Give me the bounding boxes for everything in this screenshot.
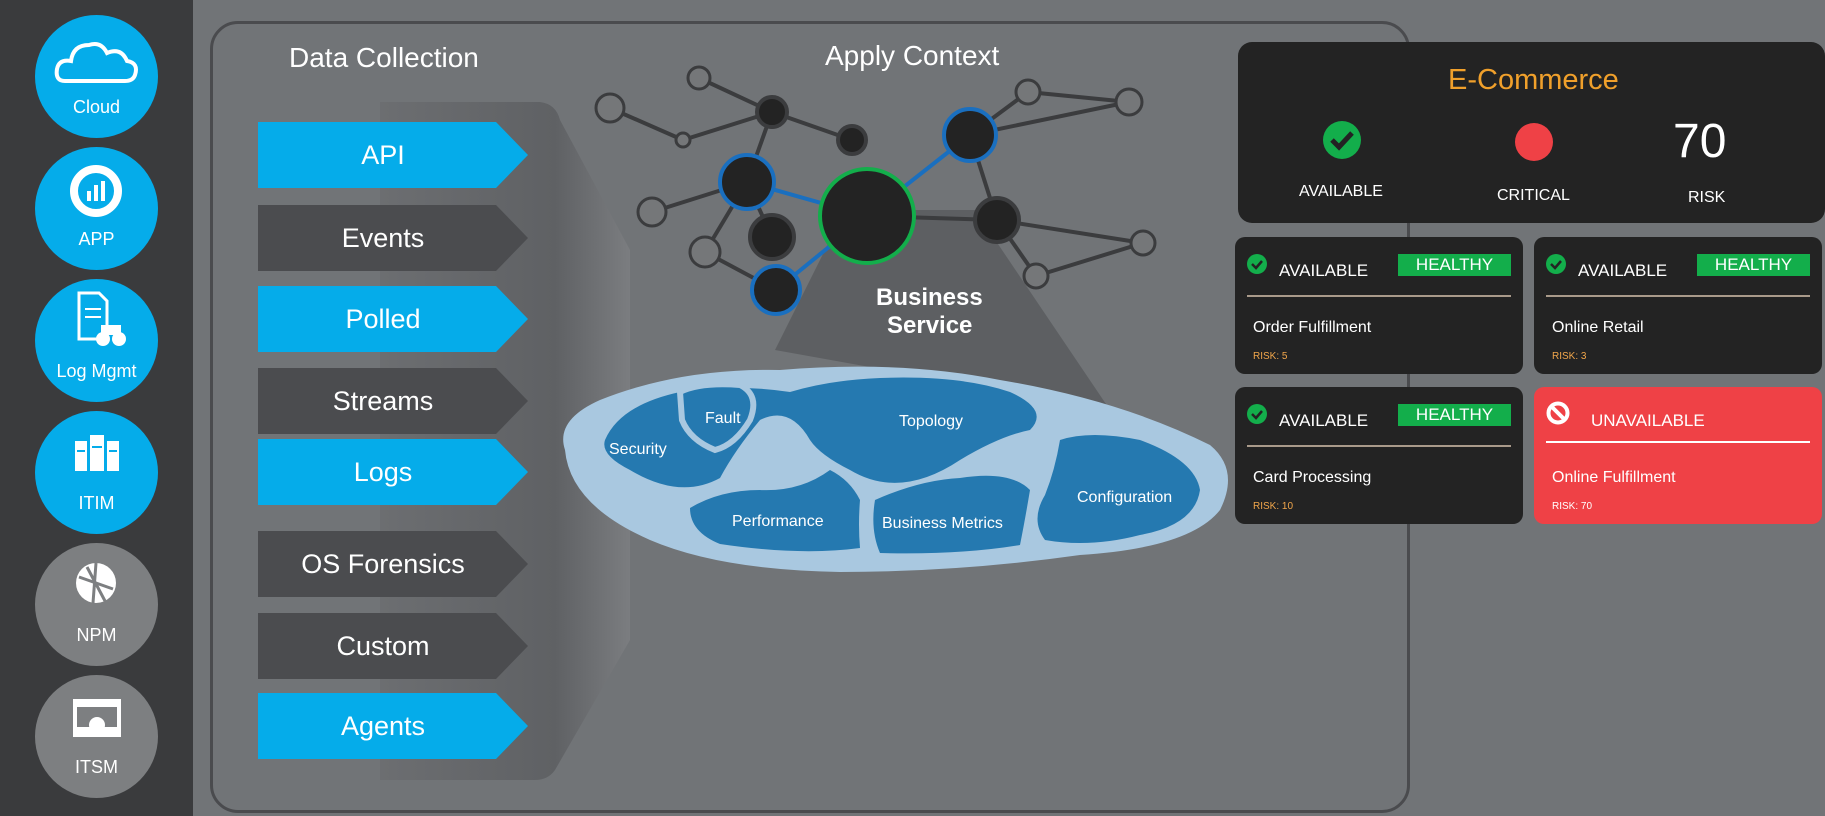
- sidebar-item-app[interactable]: APP: [35, 147, 158, 270]
- card-divider: [1546, 441, 1810, 443]
- sidebar-item-log-mgmt[interactable]: Log Mgmt: [35, 279, 158, 402]
- chevron-shape: [258, 693, 528, 759]
- chevron-shape: [258, 205, 528, 271]
- risk-score: RISK: 5: [1253, 351, 1288, 362]
- card-status: AVAILABLE: [1279, 411, 1369, 430]
- service-card-card-processing[interactable]: AVAILABLE HEALTHY Card Processing RISK: …: [1235, 387, 1523, 524]
- map-region-configuration: Configuration: [1077, 489, 1173, 506]
- graph-small-nodes: [594, 65, 1157, 290]
- map-region-topology: Topology: [899, 413, 964, 430]
- map-region-business-metrics: Business Metrics: [882, 515, 1003, 532]
- check-circle-icon: [1247, 254, 1267, 274]
- log-binoculars-icon: [77, 291, 126, 346]
- service-name: Online Fulfillment: [1552, 469, 1676, 486]
- summary-critical-label: CRITICAL: [1497, 187, 1570, 204]
- graph-blue-nodes: [718, 107, 998, 316]
- sidebar-item-label: ITIM: [78, 493, 115, 513]
- health-badge: HEALTHY: [1398, 254, 1511, 276]
- cloud-icon: [54, 42, 138, 83]
- sidebar-item-label: NPM: [76, 625, 117, 645]
- source-label: Custom: [336, 630, 430, 661]
- chevron-shape: [258, 368, 528, 434]
- source-label: Logs: [353, 456, 413, 487]
- risk-score: RISK: 70: [1552, 501, 1593, 512]
- service-card-online-retail[interactable]: AVAILABLE HEALTHY Online Retail RISK: 3: [1534, 237, 1822, 374]
- card-status: AVAILABLE: [1578, 261, 1668, 280]
- chevron-shape: [258, 613, 528, 679]
- health-badge: HEALTHY: [1398, 404, 1511, 426]
- card-divider: [1247, 295, 1511, 297]
- source-chip-streams[interactable]: Streams: [258, 368, 528, 434]
- chevron-shape: [258, 122, 528, 188]
- risk-score: RISK: 10: [1253, 501, 1294, 512]
- chevron-shape: [258, 286, 528, 352]
- map-region-fault: Fault: [705, 410, 741, 427]
- server-rack-icon: [75, 435, 119, 471]
- source-label: API: [361, 139, 405, 170]
- data-collection-title: Data Collection: [289, 42, 479, 73]
- chevron-shape: [258, 439, 528, 505]
- summary-risk-value: 70: [1673, 115, 1727, 168]
- e-commerce-summary-panel[interactable]: E-Commerce AVAILABLE CRITICAL 70 RISK: [1238, 42, 1825, 223]
- health-badge: HEALTHY: [1697, 254, 1810, 276]
- check-circle-icon: [1247, 404, 1267, 424]
- check-circle-icon: [1323, 121, 1361, 159]
- service-name: Online Retail: [1552, 319, 1644, 336]
- sidebar-item-npm[interactable]: NPM: [35, 543, 158, 666]
- source-chip-api[interactable]: API: [258, 122, 528, 188]
- prohibited-icon: [1546, 401, 1570, 425]
- graph-dark-nodes: [748, 95, 1021, 261]
- sidebar-item-label: Cloud: [72, 97, 121, 117]
- source-label: OS Forensics: [301, 548, 465, 579]
- chevron-shape: [258, 531, 528, 597]
- source-label: Polled: [345, 303, 421, 334]
- card-status: AVAILABLE: [1279, 261, 1369, 280]
- source-chip-os-forensics[interactable]: OS Forensics: [258, 531, 528, 597]
- service-card-online-fulfillment[interactable]: UNAVAILABLE Online Fulfillment RISK: 70: [1534, 387, 1822, 524]
- sidebar-item-itim[interactable]: ITIM: [35, 411, 158, 534]
- risk-score: RISK: 3: [1552, 351, 1587, 362]
- sidebar: Cloud APP Log Mgmt ITIM NPM: [0, 0, 193, 816]
- card-status: UNAVAILABLE: [1591, 411, 1705, 430]
- business-service-label-2: Service: [887, 312, 973, 339]
- source-label: Events: [341, 222, 425, 253]
- sidebar-item-label: APP: [78, 229, 115, 249]
- source-label: Agents: [340, 710, 426, 741]
- business-service-node: [818, 167, 916, 265]
- network-globe-icon: [76, 562, 116, 604]
- app-chart-icon: [70, 165, 122, 217]
- map-region-security: Security: [609, 441, 667, 458]
- service-name: Card Processing: [1253, 469, 1372, 486]
- source-chip-logs[interactable]: Logs: [258, 439, 528, 505]
- summary-title: E-Commerce: [1448, 64, 1619, 96]
- critical-dot-icon: [1515, 123, 1553, 161]
- source-label: Streams: [332, 385, 434, 416]
- sidebar-item-cloud[interactable]: Cloud: [35, 15, 158, 138]
- service-name: Order Fulfillment: [1253, 319, 1372, 336]
- apply-context-title: Apply Context: [825, 40, 1000, 71]
- card-divider: [1247, 445, 1511, 447]
- source-chip-custom[interactable]: Custom: [258, 613, 528, 679]
- card-divider: [1546, 295, 1810, 297]
- summary-risk-label: RISK: [1688, 189, 1726, 206]
- source-chip-events[interactable]: Events: [258, 205, 528, 271]
- source-chip-agents[interactable]: Agents: [258, 693, 528, 759]
- check-circle-icon: [1546, 254, 1566, 274]
- sidebar-item-label: ITSM: [75, 757, 118, 777]
- sidebar-item-itsm[interactable]: ITSM: [35, 675, 158, 798]
- service-card-order-fulfillment[interactable]: AVAILABLE HEALTHY Order Fulfillment RISK…: [1235, 237, 1523, 374]
- map-region-performance: Performance: [732, 513, 824, 530]
- source-chip-polled[interactable]: Polled: [258, 286, 528, 352]
- summary-available-label: AVAILABLE: [1299, 183, 1383, 200]
- sidebar-item-label: Log Mgmt: [56, 361, 137, 381]
- window-gear-icon: [73, 699, 121, 737]
- business-service-label-1: Business: [876, 284, 983, 311]
